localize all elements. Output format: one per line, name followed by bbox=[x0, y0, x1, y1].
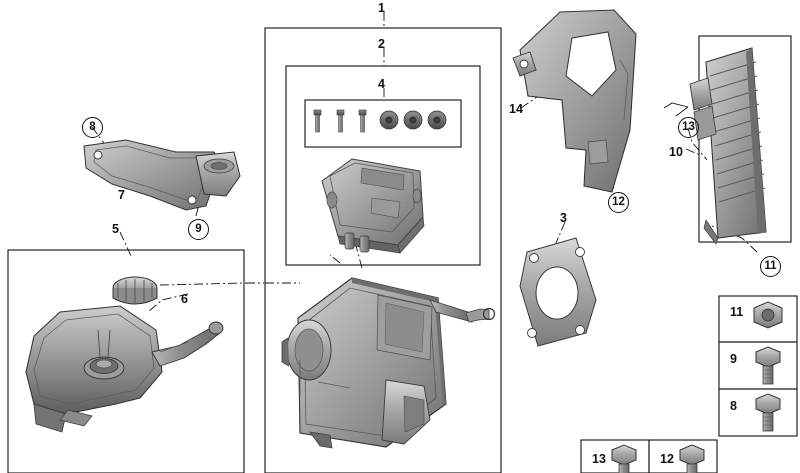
callout-3: 3 bbox=[560, 211, 567, 225]
legend-label-12: 12 bbox=[660, 452, 674, 466]
callout-10: 10 bbox=[669, 145, 683, 159]
callout-12: 12 bbox=[608, 192, 629, 213]
callout-13: 13 bbox=[678, 117, 699, 138]
reservoir-cap bbox=[112, 276, 158, 305]
hex-bolt-icon-8 bbox=[755, 393, 781, 432]
legend-label-9: 9 bbox=[730, 352, 737, 366]
legend-hardware bbox=[611, 301, 783, 473]
callout-1: 1 bbox=[378, 1, 385, 15]
callout-6: 6 bbox=[181, 292, 188, 306]
legend-label-8: 8 bbox=[730, 399, 737, 413]
power-brake-unit bbox=[281, 277, 496, 449]
reservoir-bracket bbox=[83, 139, 241, 211]
control-module-part bbox=[321, 158, 425, 254]
hex-bolt-icon-13 bbox=[611, 444, 637, 473]
fastener-kit bbox=[313, 109, 447, 133]
hex-bolt-icon-12 bbox=[679, 444, 705, 473]
expansion-tank bbox=[25, 276, 224, 433]
callout-8: 8 bbox=[82, 117, 103, 138]
legend-label-11: 11 bbox=[730, 305, 744, 319]
hex-nut-icon bbox=[753, 301, 783, 329]
callout-7: 7 bbox=[118, 188, 125, 202]
callout-14: 14 bbox=[509, 102, 523, 116]
callout-9: 9 bbox=[188, 219, 209, 240]
callout-4: 4 bbox=[378, 77, 385, 91]
hex-bolt-icon-9 bbox=[755, 346, 781, 385]
mounting-bracket bbox=[512, 9, 637, 193]
callout-2: 2 bbox=[378, 37, 385, 51]
callout-5: 5 bbox=[112, 222, 119, 236]
control-unit-part bbox=[689, 47, 767, 245]
legend-label-13: 13 bbox=[592, 452, 606, 466]
callout-11: 11 bbox=[760, 256, 781, 277]
gasket-part bbox=[519, 237, 597, 347]
